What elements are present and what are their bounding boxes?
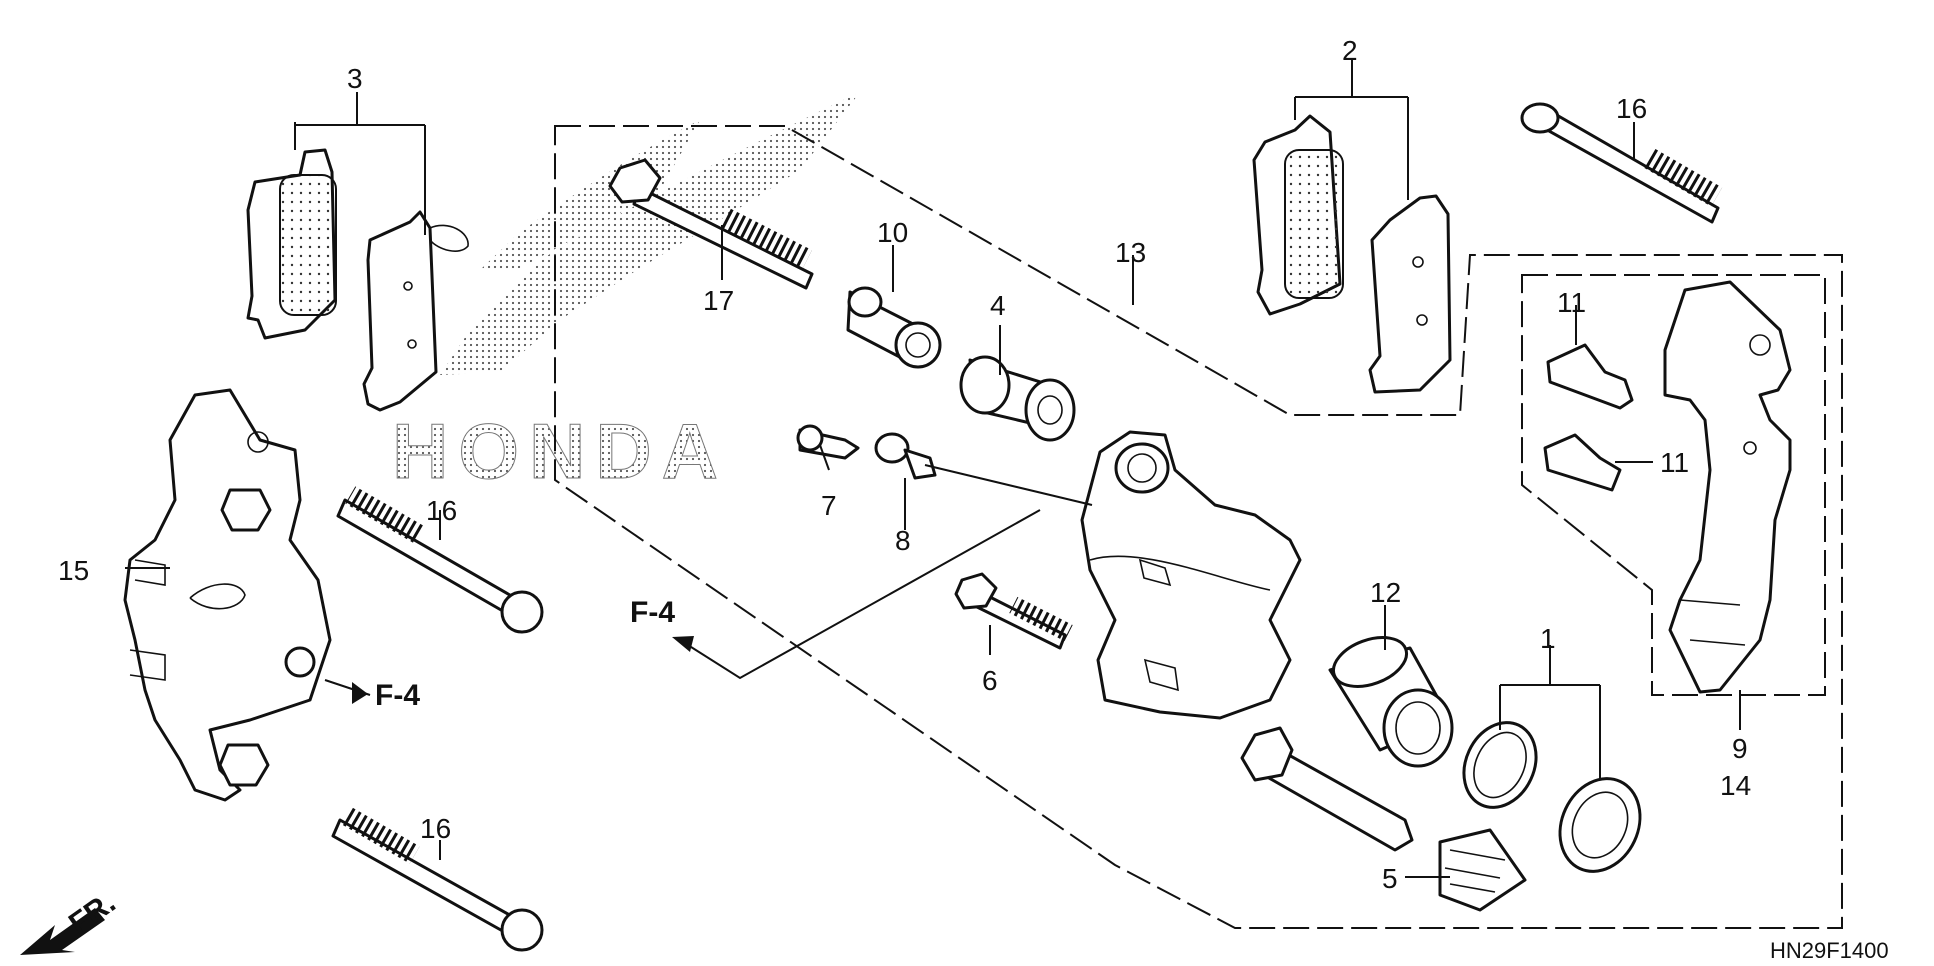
callout-15: 15 [58, 555, 89, 586]
callout-9: 9 [1732, 733, 1748, 764]
pad-spring-clip-lower [1543, 433, 1622, 492]
sleeve-10 [846, 286, 942, 369]
callout-8: 8 [895, 525, 911, 556]
bolt-16-top [1520, 102, 1723, 224]
bleeder-cap-8 [874, 432, 937, 480]
callout-6: 6 [982, 665, 998, 696]
slide-pin [1240, 726, 1414, 852]
bolt-16-bottom [331, 806, 544, 952]
callout-2: 2 [1342, 35, 1358, 66]
bolt-16-middle [336, 486, 544, 634]
honda-watermark-text: HONDA [392, 407, 728, 495]
caliper-assembly-15 [123, 388, 332, 802]
callout-16-bottom: 16 [420, 813, 451, 844]
callout-16-top: 16 [1616, 93, 1647, 124]
boot-4 [959, 355, 1076, 442]
boot-5 [1438, 828, 1527, 912]
callout-5: 5 [1382, 863, 1398, 894]
callout-16-middle: 16 [426, 495, 457, 526]
caliper-bracket [1663, 280, 1792, 694]
leader-lines [125, 58, 1741, 878]
pad-set-3 [246, 148, 469, 412]
callout-11-lower: 11 [1660, 447, 1689, 478]
bracket-assembly-outline [1521, 274, 1826, 696]
caliper-body [1080, 430, 1302, 720]
callout-11-upper: 11 [1557, 287, 1586, 318]
bleeder-screw-7 [796, 424, 860, 460]
callout-3: 3 [347, 63, 363, 94]
diagram-code: HN29F1400 [1770, 938, 1889, 963]
pad-set-2 [1252, 114, 1452, 394]
reference-arrows [352, 636, 694, 704]
piston-12 [1328, 636, 1454, 768]
front-direction-arrow [20, 908, 105, 955]
callout-12: 12 [1370, 577, 1401, 608]
caliper-assembly-outline [554, 125, 1843, 929]
bolt-6 [954, 572, 1073, 650]
callout-10: 10 [877, 217, 908, 248]
honda-wing-watermark: HONDA [392, 92, 860, 496]
callout-13: 13 [1115, 237, 1146, 268]
pad-spring-clip-upper [1546, 343, 1634, 410]
piston-seal [1462, 721, 1538, 809]
callout-7: 7 [821, 490, 837, 521]
reference-f4-center: F-4 [630, 596, 675, 629]
callout-17: 17 [703, 285, 734, 316]
callout-1: 1 [1540, 623, 1556, 654]
callout-4: 4 [990, 290, 1006, 321]
reference-f4-left: F-4 [375, 679, 420, 712]
dust-seal [1558, 777, 1642, 873]
callout-14: 14 [1720, 770, 1751, 801]
